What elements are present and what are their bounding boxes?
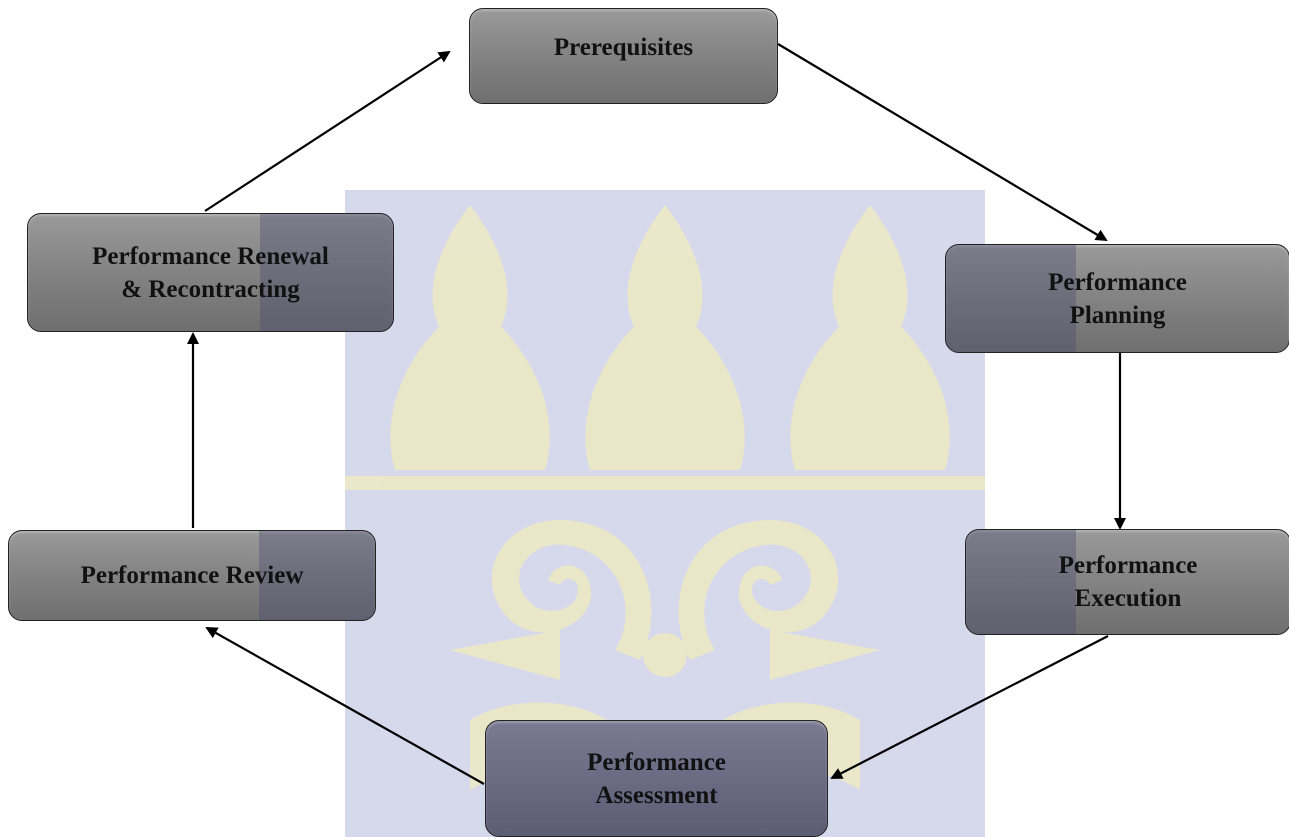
node-renewal-label: Performance Renewal & Recontracting	[92, 242, 329, 303]
node-renewal: Performance Renewal & Recontracting	[27, 213, 394, 332]
node-assessment-label: Performance Assessment	[587, 748, 726, 809]
node-execution: Performance Execution	[965, 529, 1289, 635]
arrow-assessment-to-review	[205, 627, 485, 785]
node-execution-label: Performance Execution	[1058, 552, 1198, 612]
node-prerequisites: Prerequisites	[469, 8, 778, 104]
arrow-execution-to-assessment	[830, 635, 1109, 779]
node-planning-label: Performance Planning	[1048, 268, 1187, 329]
node-prerequisites-label: Prerequisites	[553, 34, 694, 61]
node-assessment: Performance Assessment	[485, 720, 828, 837]
arrow-renewal-to-prerequisites	[204, 50, 451, 212]
node-planning: Performance Planning	[945, 244, 1289, 353]
arrow-prerequisites-to-planning	[777, 43, 1108, 242]
node-review: Performance Review	[8, 530, 376, 621]
node-review-label: Performance Review	[80, 562, 304, 589]
